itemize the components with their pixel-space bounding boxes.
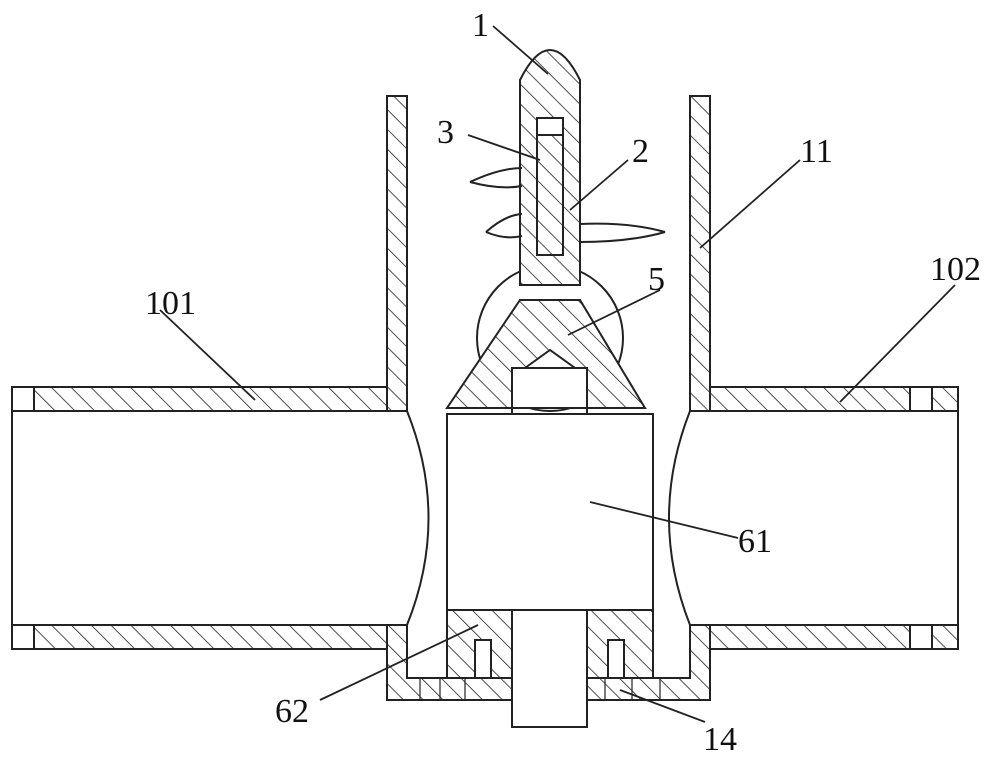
left-pipe	[11, 386, 408, 650]
part-labels: 1 3 2 11 5 101 102 61 62 14	[145, 7, 981, 758]
label-2: 2	[632, 133, 649, 170]
label-61: 61	[738, 523, 772, 560]
label-1: 1	[472, 7, 489, 44]
label-5: 5	[648, 261, 665, 298]
stem-1	[519, 49, 581, 286]
leader-lines	[159, 25, 956, 723]
label-102: 102	[930, 251, 981, 288]
base-seat-62	[446, 609, 654, 679]
right-pipe	[693, 386, 959, 650]
label-101: 101	[145, 285, 196, 322]
label-62: 62	[275, 693, 309, 730]
label-11: 11	[800, 133, 833, 170]
spring-2	[469, 167, 666, 243]
label-14: 14	[703, 721, 737, 758]
label-3: 3	[437, 114, 454, 151]
valve-housing	[386, 95, 711, 701]
chamber-curves	[406, 410, 691, 626]
cone-5	[445, 264, 647, 412]
cylinder-61	[446, 367, 654, 728]
